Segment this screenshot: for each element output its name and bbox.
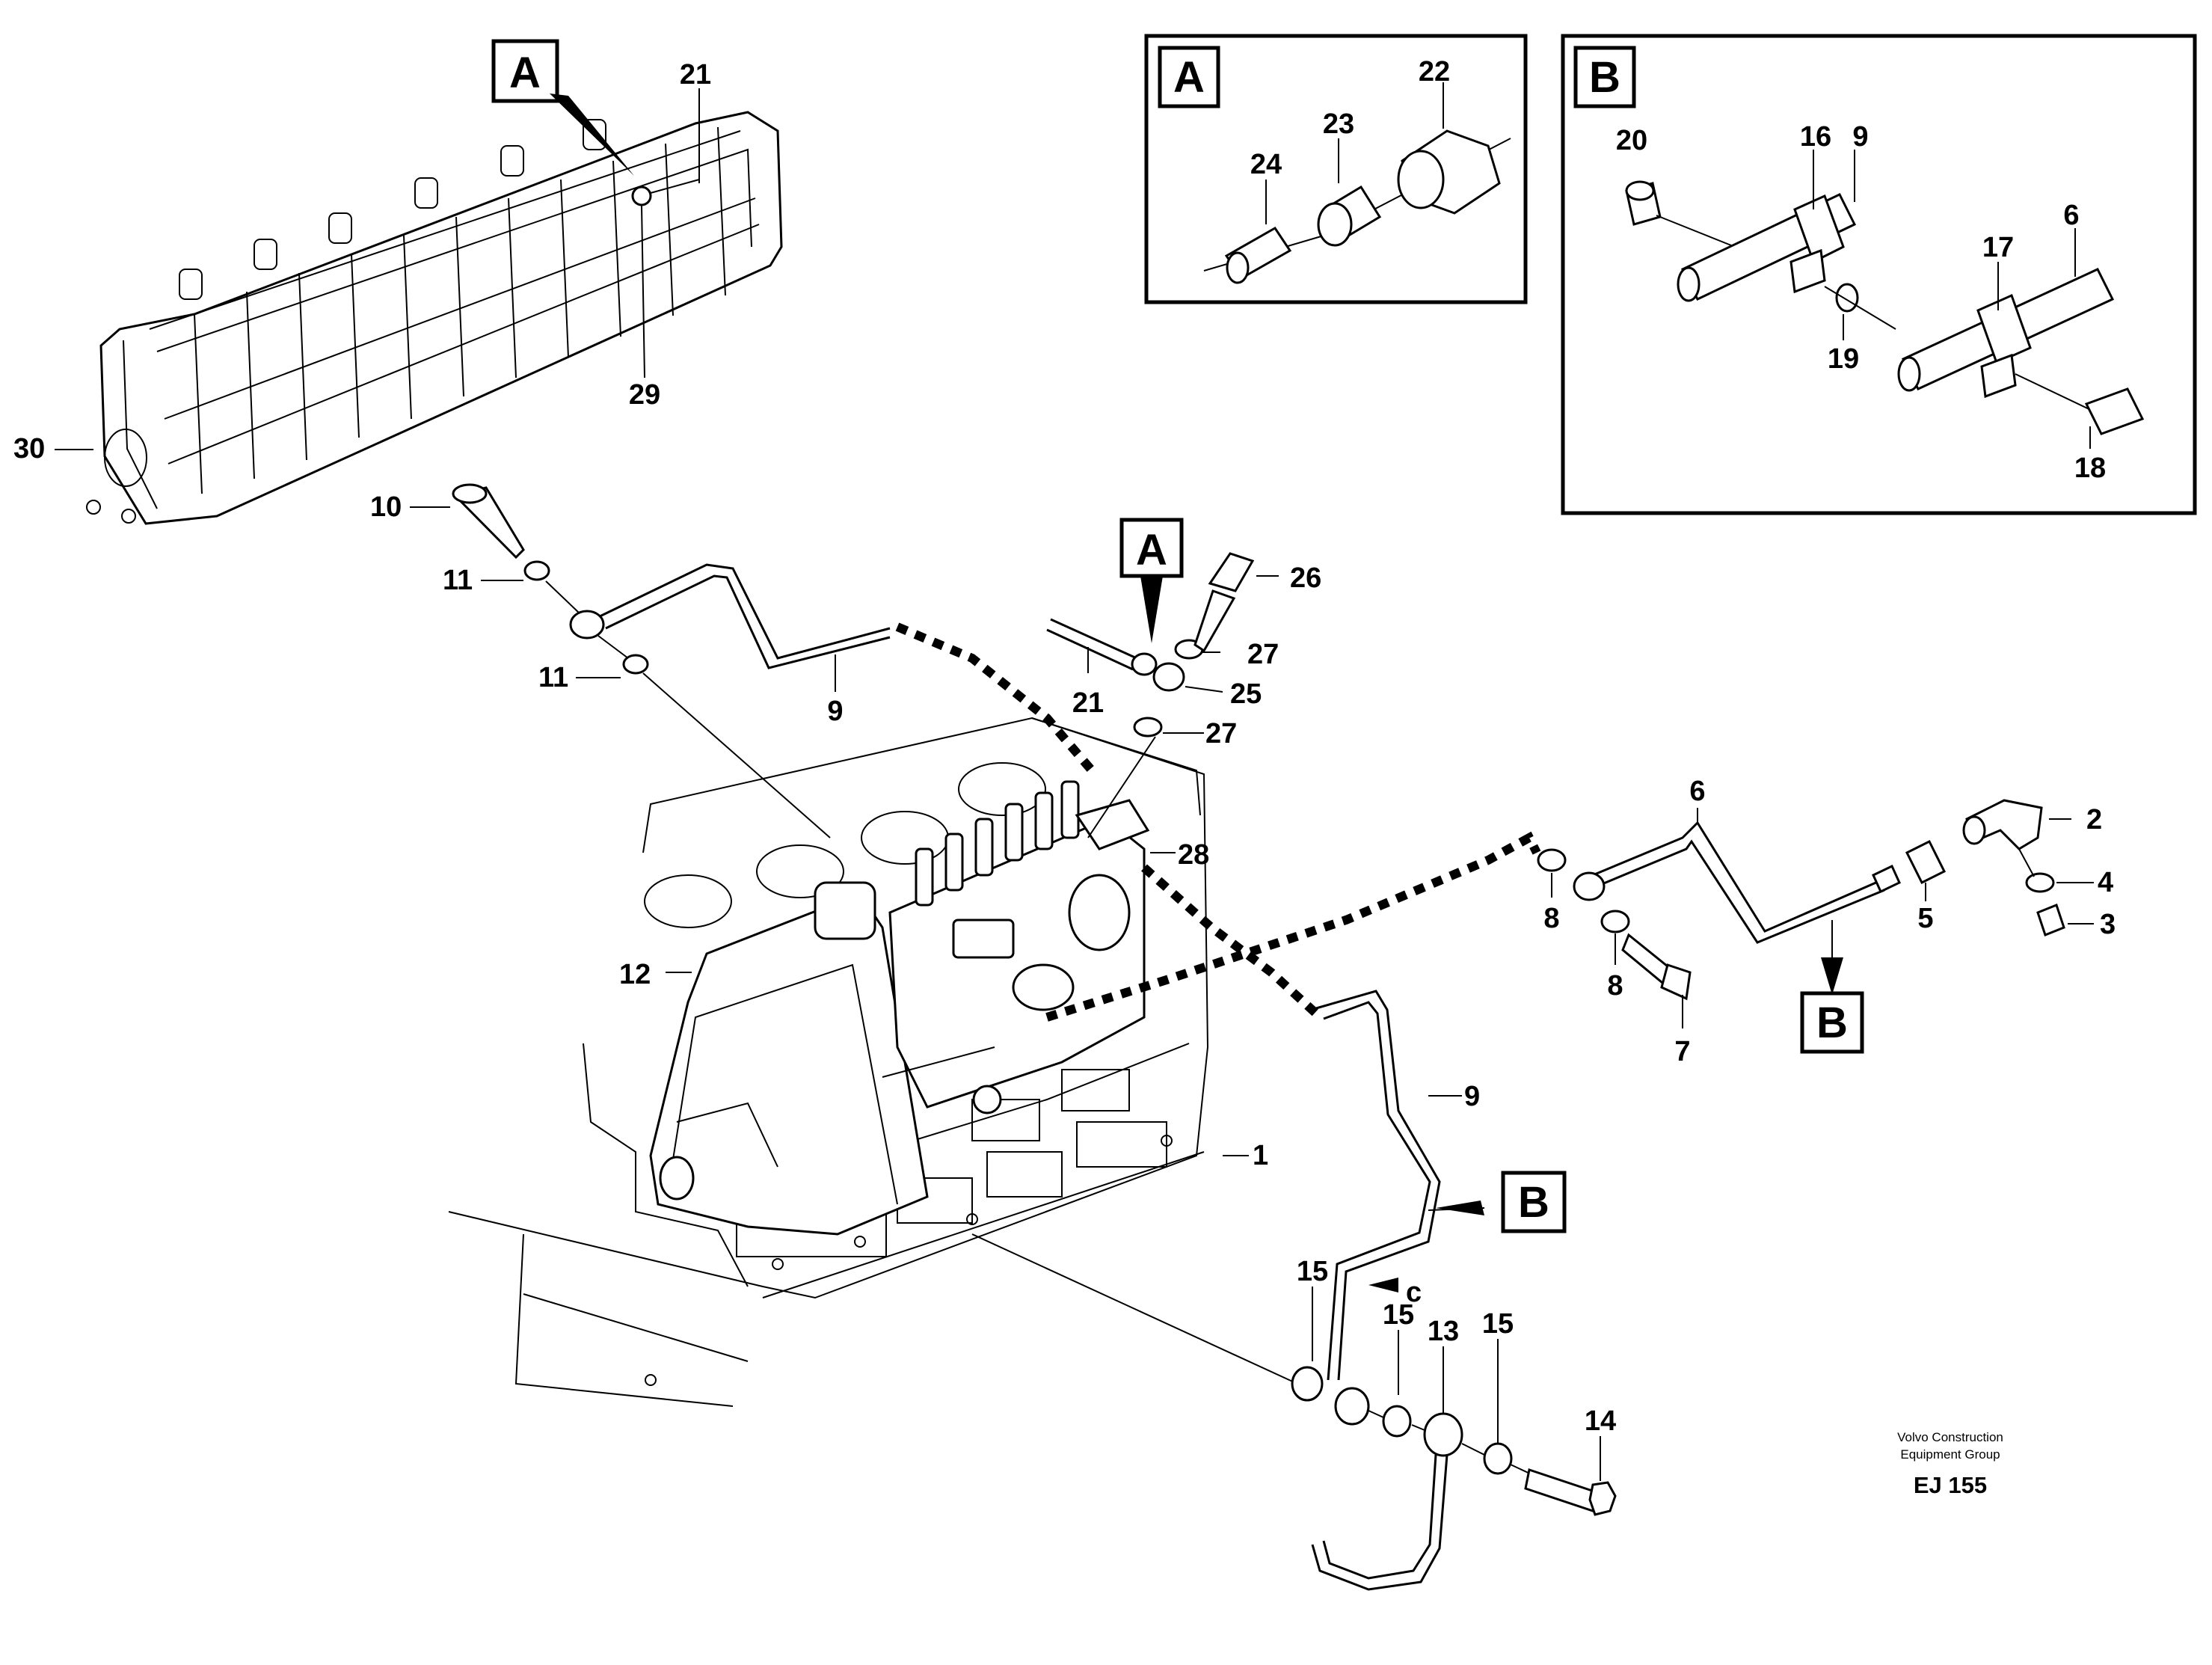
inset-detail-b: B: [1561, 34, 2197, 515]
callout-29: 29: [629, 379, 660, 411]
callout-13: 13: [1428, 1316, 1459, 1347]
center-fitting-assembly: A: [1046, 518, 1279, 838]
callout-25: 25: [1230, 678, 1262, 710]
callout-12: 12: [619, 959, 651, 990]
pipe-routes: [895, 622, 1541, 1022]
pipe-assembly-9-left: [452, 483, 891, 838]
callout-2: 2: [2086, 804, 2102, 835]
callout-27-top: 27: [1247, 639, 1279, 670]
callout-3: 3: [2100, 909, 2116, 940]
callout-21-top: 21: [680, 59, 711, 91]
detail-a-label-mid: A: [1136, 526, 1167, 574]
callout-11-bottom: 11: [538, 662, 568, 693]
callout-6-right: 6: [1689, 776, 1705, 807]
callout-30: 30: [13, 433, 45, 464]
callout-7: 7: [1674, 1036, 1690, 1067]
callout-23: 23: [1323, 108, 1354, 140]
cylinder-head-cover: [86, 111, 783, 525]
detail-a-reference-top: A: [491, 39, 634, 176]
callout-26: 26: [1290, 562, 1321, 594]
company-line-1: Volvo Construction: [1897, 1430, 2003, 1444]
callout-9-left: 9: [827, 696, 843, 727]
detail-b-label-right: B: [1816, 999, 1848, 1047]
callout-9-inset: 9: [1852, 121, 1868, 153]
callout-17: 17: [1982, 232, 2014, 263]
detail-b-label-mid: B: [1518, 1178, 1549, 1227]
callout-21-mid: 21: [1072, 687, 1104, 719]
inset-detail-a: A: [1144, 34, 1528, 304]
inset-a-label: A: [1173, 53, 1205, 102]
callout-1: 1: [1253, 1140, 1268, 1171]
callout-27-bottom: 27: [1205, 718, 1237, 749]
callout-4: 4: [2098, 867, 2113, 898]
callout-24: 24: [1250, 149, 1282, 180]
callout-6-inset: 6: [2063, 200, 2079, 231]
drawing-code: EJ 155: [1914, 1472, 1987, 1498]
callout-10: 10: [370, 491, 402, 523]
detail-a-label-top: A: [509, 49, 541, 97]
callout-8-top: 8: [1543, 903, 1559, 934]
callout-28: 28: [1178, 839, 1209, 871]
callout-9-lower: 9: [1464, 1081, 1480, 1112]
pipe-assembly-9-lower: B: [971, 990, 1617, 1591]
callout-20: 20: [1616, 125, 1647, 156]
inset-b-label: B: [1589, 53, 1620, 102]
callout-22: 22: [1419, 56, 1450, 88]
callout-8-bottom: 8: [1607, 970, 1623, 1002]
detail-b-reference-right: B: [1800, 920, 1864, 1054]
callout-5: 5: [1917, 903, 1933, 934]
callout-19: 19: [1828, 343, 1859, 375]
pipe-assembly-6-right: [1537, 799, 2094, 1028]
callout-18: 18: [2074, 453, 2106, 484]
callout-15-right: 15: [1482, 1308, 1514, 1340]
company-line-2: Equipment Group: [1900, 1447, 2000, 1462]
callout-c: c: [1406, 1277, 1422, 1308]
engine-block: [448, 717, 1209, 1407]
callout-16: 16: [1800, 121, 1831, 153]
injection-pump: [649, 780, 1150, 1236]
callout-15-mid: 15: [1383, 1299, 1414, 1331]
callout-14: 14: [1585, 1405, 1616, 1437]
callout-15-left: 15: [1297, 1256, 1328, 1287]
callout-11-top: 11: [443, 565, 473, 596]
